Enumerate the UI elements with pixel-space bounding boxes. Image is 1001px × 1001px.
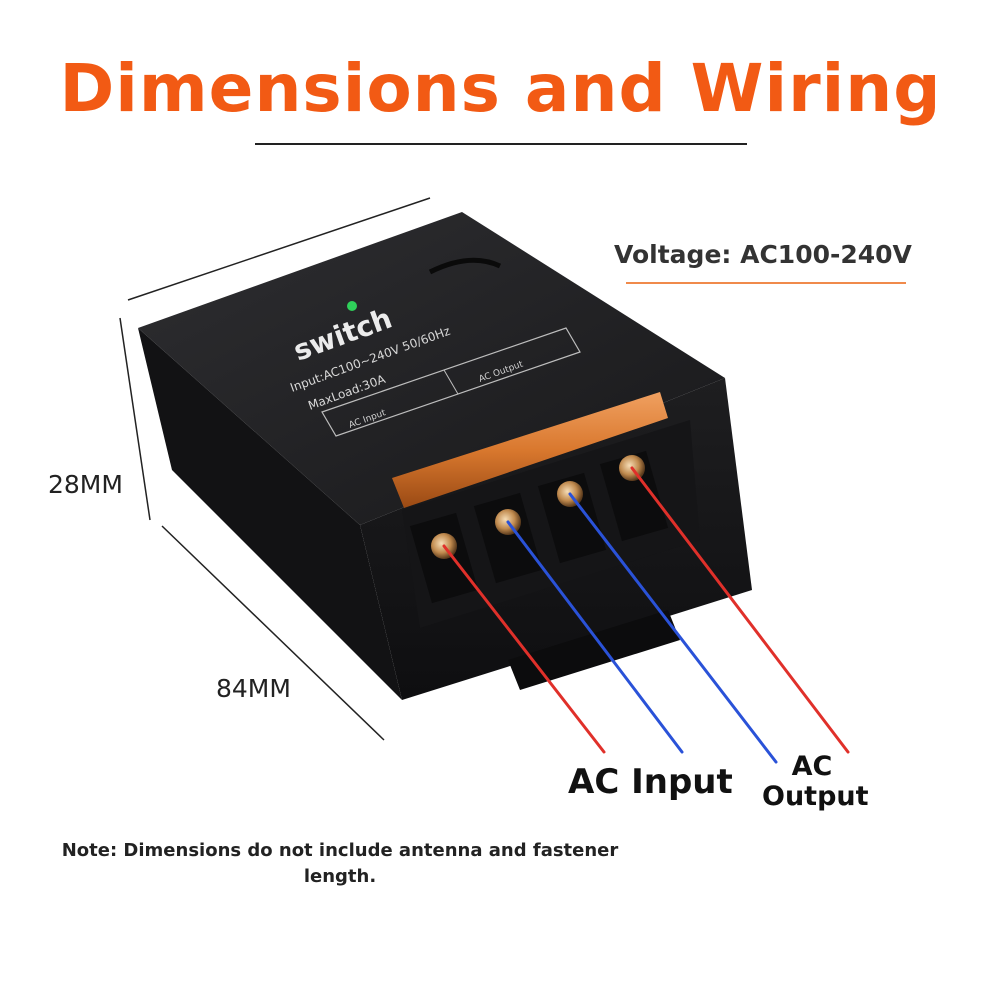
voltage-spec: Voltage: AC100-240V: [614, 240, 912, 269]
antenna-notch: [428, 257, 502, 275]
title-divider: [255, 143, 747, 145]
mounting-tab: [508, 610, 680, 690]
height-dimension-line: [119, 317, 151, 521]
ac-output-label: AC Output: [762, 751, 869, 812]
length-dimension-line: [161, 525, 385, 741]
height-dimension-label: 28MM: [48, 470, 123, 499]
wire-output-live: [630, 466, 850, 754]
ac-output-label-line2: Output: [762, 781, 869, 812]
ac-input-label: AC Input: [568, 762, 733, 802]
dimension-lines: [119, 197, 431, 741]
terminal-legend-box: [321, 327, 581, 437]
wire-input-live: [442, 544, 606, 754]
length-dimension-label: 84MM: [216, 674, 291, 703]
voltage-underline: [626, 282, 906, 284]
wires: [442, 466, 850, 764]
ac-output-label-line1: AC: [791, 751, 833, 782]
wire-output-neutral: [568, 492, 778, 764]
housing-side: [138, 328, 402, 700]
terminal-cover: [392, 392, 668, 508]
width-dimension-line: [127, 197, 431, 301]
status-led-icon: [347, 301, 357, 311]
dimensions-note: Note: Dimensions do not include antenna …: [61, 840, 619, 887]
wire-input-neutral: [506, 520, 684, 754]
housing-top: [138, 212, 725, 525]
page-title: Dimensions and Wiring: [59, 50, 942, 127]
terminal-legend-divider: [443, 369, 459, 395]
